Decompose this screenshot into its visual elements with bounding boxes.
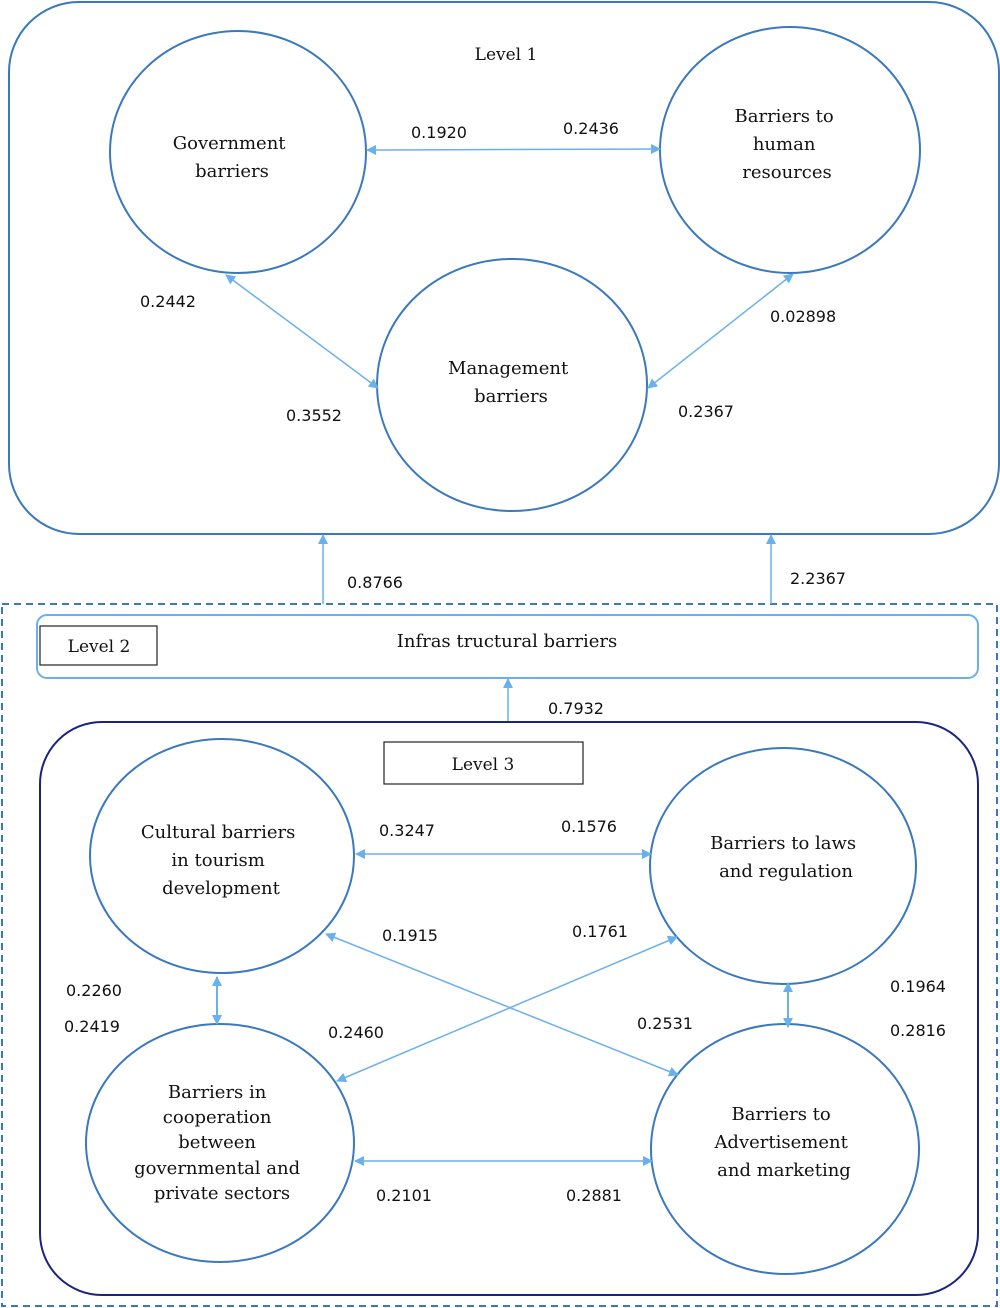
svg-text:Cultural barriers in tou: Cultural barriers in tourism development bbox=[141, 822, 301, 899]
svg-text:Barriers to laws and reg: Barriers to laws and regulation bbox=[710, 833, 862, 882]
node-advertisement-barriers-line-2: Advertisement bbox=[713, 1132, 848, 1153]
node-cooperation-barriers-line-1: Barriers in bbox=[168, 1082, 267, 1103]
edge-label-cultural-coop-2: 0.2419 bbox=[64, 1017, 120, 1036]
level3-container bbox=[39, 721, 979, 1296]
level3-label: Level 3 bbox=[452, 755, 515, 775]
edge-laws-cooperation bbox=[336, 935, 678, 1083]
node-management-barriers-shape bbox=[376, 258, 648, 512]
node-advertisement-barriers-line-3: and marketing bbox=[717, 1160, 851, 1181]
node-human-resources-barriers-line-1: Barriers to bbox=[735, 106, 834, 127]
svg-text:Barriers in cooperation: Barriers in cooperation between governme… bbox=[134, 1082, 306, 1204]
svg-text:Management barriers: Management barriers bbox=[448, 358, 574, 407]
edge-label-coop-advert-2: 0.2881 bbox=[566, 1186, 622, 1205]
edge-label-gov-hr-2: 0.2436 bbox=[563, 119, 619, 138]
edge-label-coop-advert-1: 0.2101 bbox=[376, 1186, 432, 1205]
outer-dashed-container bbox=[1, 603, 998, 1307]
node-government-barriers-line-2: barriers bbox=[195, 161, 269, 182]
level2-label: Level 2 bbox=[68, 637, 131, 657]
edge-government-management bbox=[225, 274, 379, 389]
edge-label-gov-hr-1: 0.1920 bbox=[411, 123, 467, 142]
edge-label-laws-advert-2: 0.2816 bbox=[890, 1021, 946, 1040]
edge-label-level3-up: 0.7932 bbox=[548, 699, 604, 718]
edge-label-laws-coop-1: 0.1761 bbox=[572, 922, 628, 941]
node-laws-regulation-barriers-line-2: and regulation bbox=[719, 861, 853, 882]
svg-text:Government barriers: Government barriers bbox=[173, 133, 292, 182]
edge-label-cultural-laws-2: 0.1576 bbox=[561, 817, 617, 836]
node-laws-regulation-barriers-line-1: Barriers to laws bbox=[710, 833, 856, 854]
edge-label-gov-mgmt-2: 0.3552 bbox=[286, 406, 342, 425]
node-cultural-barriers-line-3: development bbox=[162, 878, 280, 899]
edge-label-cultural-advert-2: 0.2531 bbox=[637, 1014, 693, 1033]
edge-government-human-resources bbox=[366, 144, 661, 155]
level1-label: Level 1 bbox=[475, 45, 538, 65]
node-government-barriers-line-1: Government bbox=[173, 133, 287, 154]
svg-text:Barriers to human: Barriers to human resources bbox=[735, 106, 840, 183]
edge-label-laws-coop-2: 0.2460 bbox=[328, 1023, 384, 1042]
level3-label-box bbox=[383, 741, 584, 785]
node-cooperation-barriers-line-2: cooperation bbox=[163, 1107, 272, 1128]
node-advertisement-barriers: Barriers to Advertisement and marketing bbox=[650, 1023, 920, 1275]
node-cooperation-barriers-line-3: between bbox=[178, 1132, 256, 1153]
edge-label-cultural-advert-1: 0.1915 bbox=[382, 926, 438, 945]
node-infrastructural-barriers-label: Infras tructural barriers bbox=[397, 631, 618, 652]
node-human-resources-barriers-line-3: resources bbox=[742, 162, 832, 183]
edge-label-laws-advert-1: 0.1964 bbox=[890, 977, 946, 996]
node-human-resources-barriers-line-2: human bbox=[753, 134, 816, 155]
edge-label-level2-up-right: 2.2367 bbox=[790, 569, 846, 588]
node-cooperation-barriers: Barriers in cooperation between governme… bbox=[85, 1023, 355, 1263]
node-cultural-barriers-line-1: Cultural barriers bbox=[141, 822, 295, 843]
edge-label-level2-up-left: 0.8766 bbox=[347, 573, 403, 592]
node-advertisement-barriers-line-1: Barriers to bbox=[732, 1104, 831, 1125]
node-management-barriers: Management barriers bbox=[376, 258, 648, 512]
edge-label-hr-mgmt-2: 0.2367 bbox=[678, 402, 734, 421]
node-cooperation-barriers-line-4: governmental and bbox=[134, 1158, 300, 1179]
edge-label-hr-mgmt-1: 0.02898 bbox=[770, 307, 836, 326]
node-government-barriers-shape bbox=[109, 30, 367, 274]
edge-cultural-advertisement bbox=[325, 932, 679, 1077]
svg-text:Barriers to Advertisemen: Barriers to Advertisement and marketing bbox=[713, 1104, 853, 1181]
level1-container bbox=[8, 1, 1000, 535]
edge-label-cultural-coop-1: 0.2260 bbox=[66, 981, 122, 1000]
edge-label-gov-mgmt-1: 0.2442 bbox=[140, 292, 196, 311]
node-government-barriers: Government barriers bbox=[109, 30, 367, 274]
node-laws-regulation-barriers: Barriers to laws and regulation bbox=[649, 747, 917, 985]
edge-label-cultural-laws-1: 0.3247 bbox=[379, 821, 435, 840]
node-human-resources-barriers: Barriers to human resources bbox=[659, 26, 921, 274]
node-cultural-barriers: Cultural barriers in tourism development bbox=[89, 738, 355, 974]
node-cultural-barriers-shape bbox=[89, 738, 355, 974]
level2-label-box bbox=[39, 625, 158, 666]
node-management-barriers-line-1: Management bbox=[448, 358, 569, 379]
node-cultural-barriers-line-2: in tourism bbox=[171, 850, 264, 871]
node-management-barriers-line-2: barriers bbox=[474, 386, 548, 407]
node-cooperation-barriers-line-5: private sectors bbox=[154, 1183, 290, 1204]
edge-human-resources-management bbox=[647, 273, 794, 389]
